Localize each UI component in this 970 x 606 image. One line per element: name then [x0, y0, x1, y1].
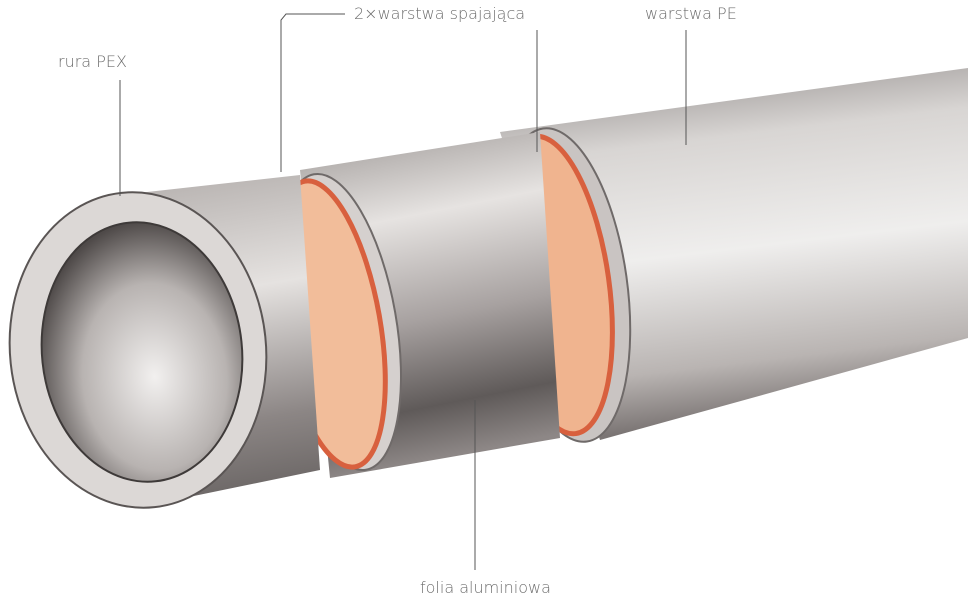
- label-bonding-layers: 2×warstwa spajająca: [354, 4, 526, 23]
- leader-line-bonding-left: [280, 13, 345, 172]
- label-aluminium-foil: folia aluminiowa: [420, 578, 551, 597]
- pipe-bore: [40, 221, 244, 483]
- pex-layer: [8, 175, 320, 509]
- label-pex: rura PEX: [58, 52, 127, 71]
- label-pe-layer: warstwa PE: [645, 4, 737, 23]
